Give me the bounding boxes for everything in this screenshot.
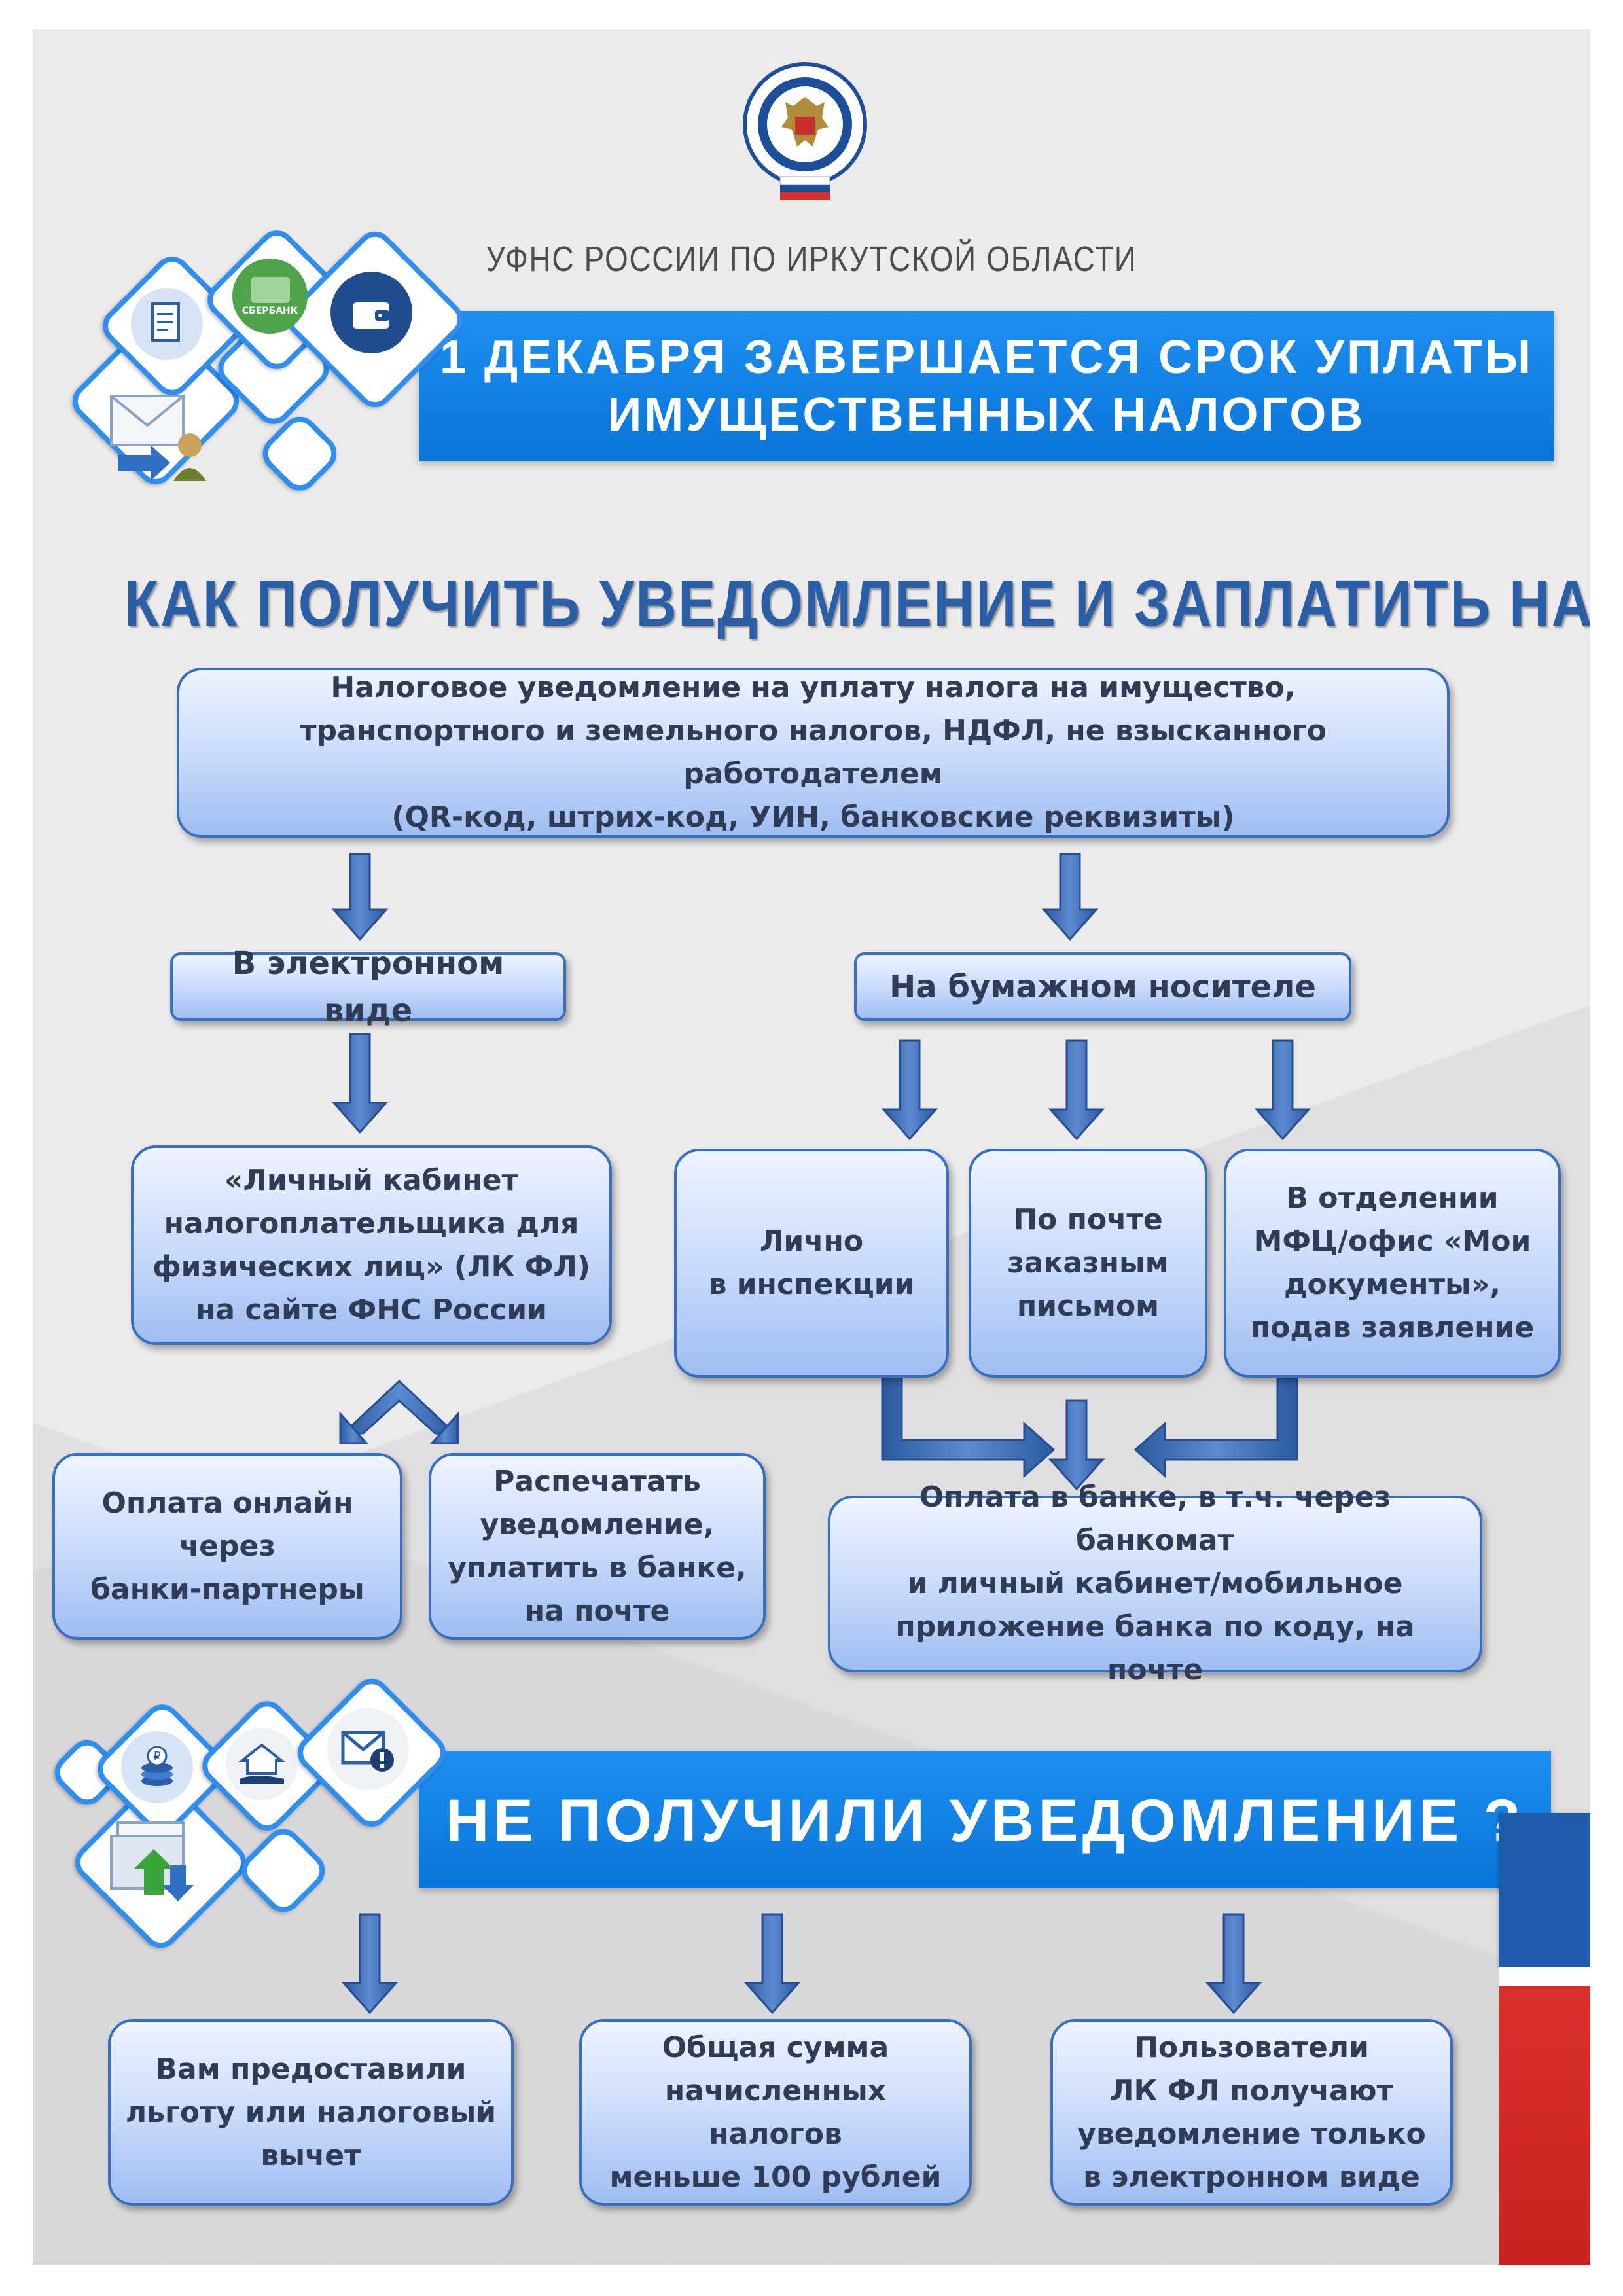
electronic-box: В электронном виде xyxy=(170,945,566,1029)
coins-icon: ₽ xyxy=(121,1731,193,1803)
print-pay-box: Распечатать уведомление, уплатить в банк… xyxy=(429,1453,766,1640)
reason-lk-users-text: Пользователи ЛК ФЛ получают уведомление … xyxy=(1077,2030,1426,2194)
by-mail-box: По почте заказным письмом xyxy=(969,1149,1207,1378)
electronic-text: В электронном виде xyxy=(232,944,505,1029)
print-pay-text: Распечатать уведомление, уплатить в банк… xyxy=(448,1464,747,1628)
pay-bank-box: Оплата в банке, в т.ч. через банкомат и … xyxy=(828,1480,1482,1687)
chevron-split-icon xyxy=(339,1379,459,1444)
deadline-line-1: 1 ДЕКАБРЯ ЗАВЕРШАЕТСЯ СРОК УПЛАТЫ xyxy=(439,331,1534,384)
pay-online-box: Оплата онлайн через банки-партнеры xyxy=(52,1453,402,1640)
not-received-banner: НЕ ПОЛУЧИЛИ УВЕДОМЛЕНИЕ ? xyxy=(419,1751,1551,1888)
folder-transfer-icon xyxy=(105,1810,209,1908)
reason-benefit-box: Вам предоставили льготу или налоговый вы… xyxy=(108,2019,514,2206)
reason-small-sum-box: Общая сумма начисленных налогов меньше 1… xyxy=(579,2019,972,2206)
reason-benefit-text: Вам предоставили льготу или налоговый вы… xyxy=(125,2052,497,2172)
paper-box: На бумажном носителе xyxy=(854,952,1351,1021)
flag-stripe-blue xyxy=(1499,1813,1590,1967)
document-icon xyxy=(131,288,203,360)
flag-stripe-red xyxy=(1499,1986,1590,2265)
sberbank-label: СБЕРБАНК xyxy=(241,305,298,316)
lk-box: «Личный кабинет налогоплательщика для фи… xyxy=(131,1145,612,1345)
notice-box: Налоговое уведомление на уплату налога н… xyxy=(177,668,1450,838)
poster: УФНС РОССИИ ПО ИРКУТСКОЙ ОБЛАСТИ 1 ДЕКАБ… xyxy=(33,29,1590,2265)
mfc-box: В отделении МФЦ/офис «Мои документы», по… xyxy=(1224,1149,1561,1378)
reason-lk-users-box: Пользователи ЛК ФЛ получают уведомление … xyxy=(1050,2019,1453,2206)
org-name: УФНС РОССИИ ПО ИРКУТСКОЙ ОБЛАСТИ xyxy=(486,240,1137,279)
reason-small-sum-text: Общая сумма начисленных налогов меньше 1… xyxy=(609,2030,942,2194)
notice-text: Налоговое уведомление на уплату налога н… xyxy=(299,671,1327,834)
deadline-line-2: ИМУЩЕСТВЕННЫХ НАЛОГОВ xyxy=(607,389,1366,441)
arrow-elbow xyxy=(881,1376,1298,1479)
deadline-banner: 1 ДЕКАБРЯ ЗАВЕРШАЕТСЯ СРОК УПЛАТЫ ИМУЩЕС… xyxy=(419,311,1554,461)
in-person-text: Лично в инспекции xyxy=(708,1225,915,1301)
in-person-box: Лично в инспекции xyxy=(674,1149,949,1378)
pay-online-text: Оплата онлайн через банки-партнеры xyxy=(90,1486,365,1606)
by-mail-text: По почте заказным письмом xyxy=(1007,1203,1169,1323)
main-heading: КАК ПОЛУЧИТЬ УВЕДОМЛЕНИЕ И ЗАПЛАТИТЬ НАЛ… xyxy=(124,567,1590,640)
sberbank-card-icon: СБЕРБАНК xyxy=(232,259,308,334)
mail-alert-icon xyxy=(327,1708,409,1790)
paper-text: На бумажном носителе xyxy=(889,968,1316,1005)
not-received-title: НЕ ПОЛУЧИЛИ УВЕДОМЛЕНИЕ ? xyxy=(446,1787,1524,1854)
flag-stripe-white xyxy=(1499,1967,1590,1986)
fns-logo xyxy=(740,59,870,209)
lk-text: «Личный кабинет налогоплательщика для фи… xyxy=(152,1163,591,1327)
flow-arrows xyxy=(331,853,1311,2015)
mfc-text: В отделении МФЦ/офис «Мои документы», по… xyxy=(1250,1181,1535,1344)
svg-text:₽: ₽ xyxy=(153,1749,160,1763)
pay-bank-text: Оплата в банке, в т.ч. через банкомат и … xyxy=(895,1480,1415,1687)
arrow-down xyxy=(331,853,1311,2015)
wallet-icon xyxy=(330,272,412,353)
mail-user-icon xyxy=(98,383,216,488)
house-hand-icon xyxy=(226,1728,298,1800)
